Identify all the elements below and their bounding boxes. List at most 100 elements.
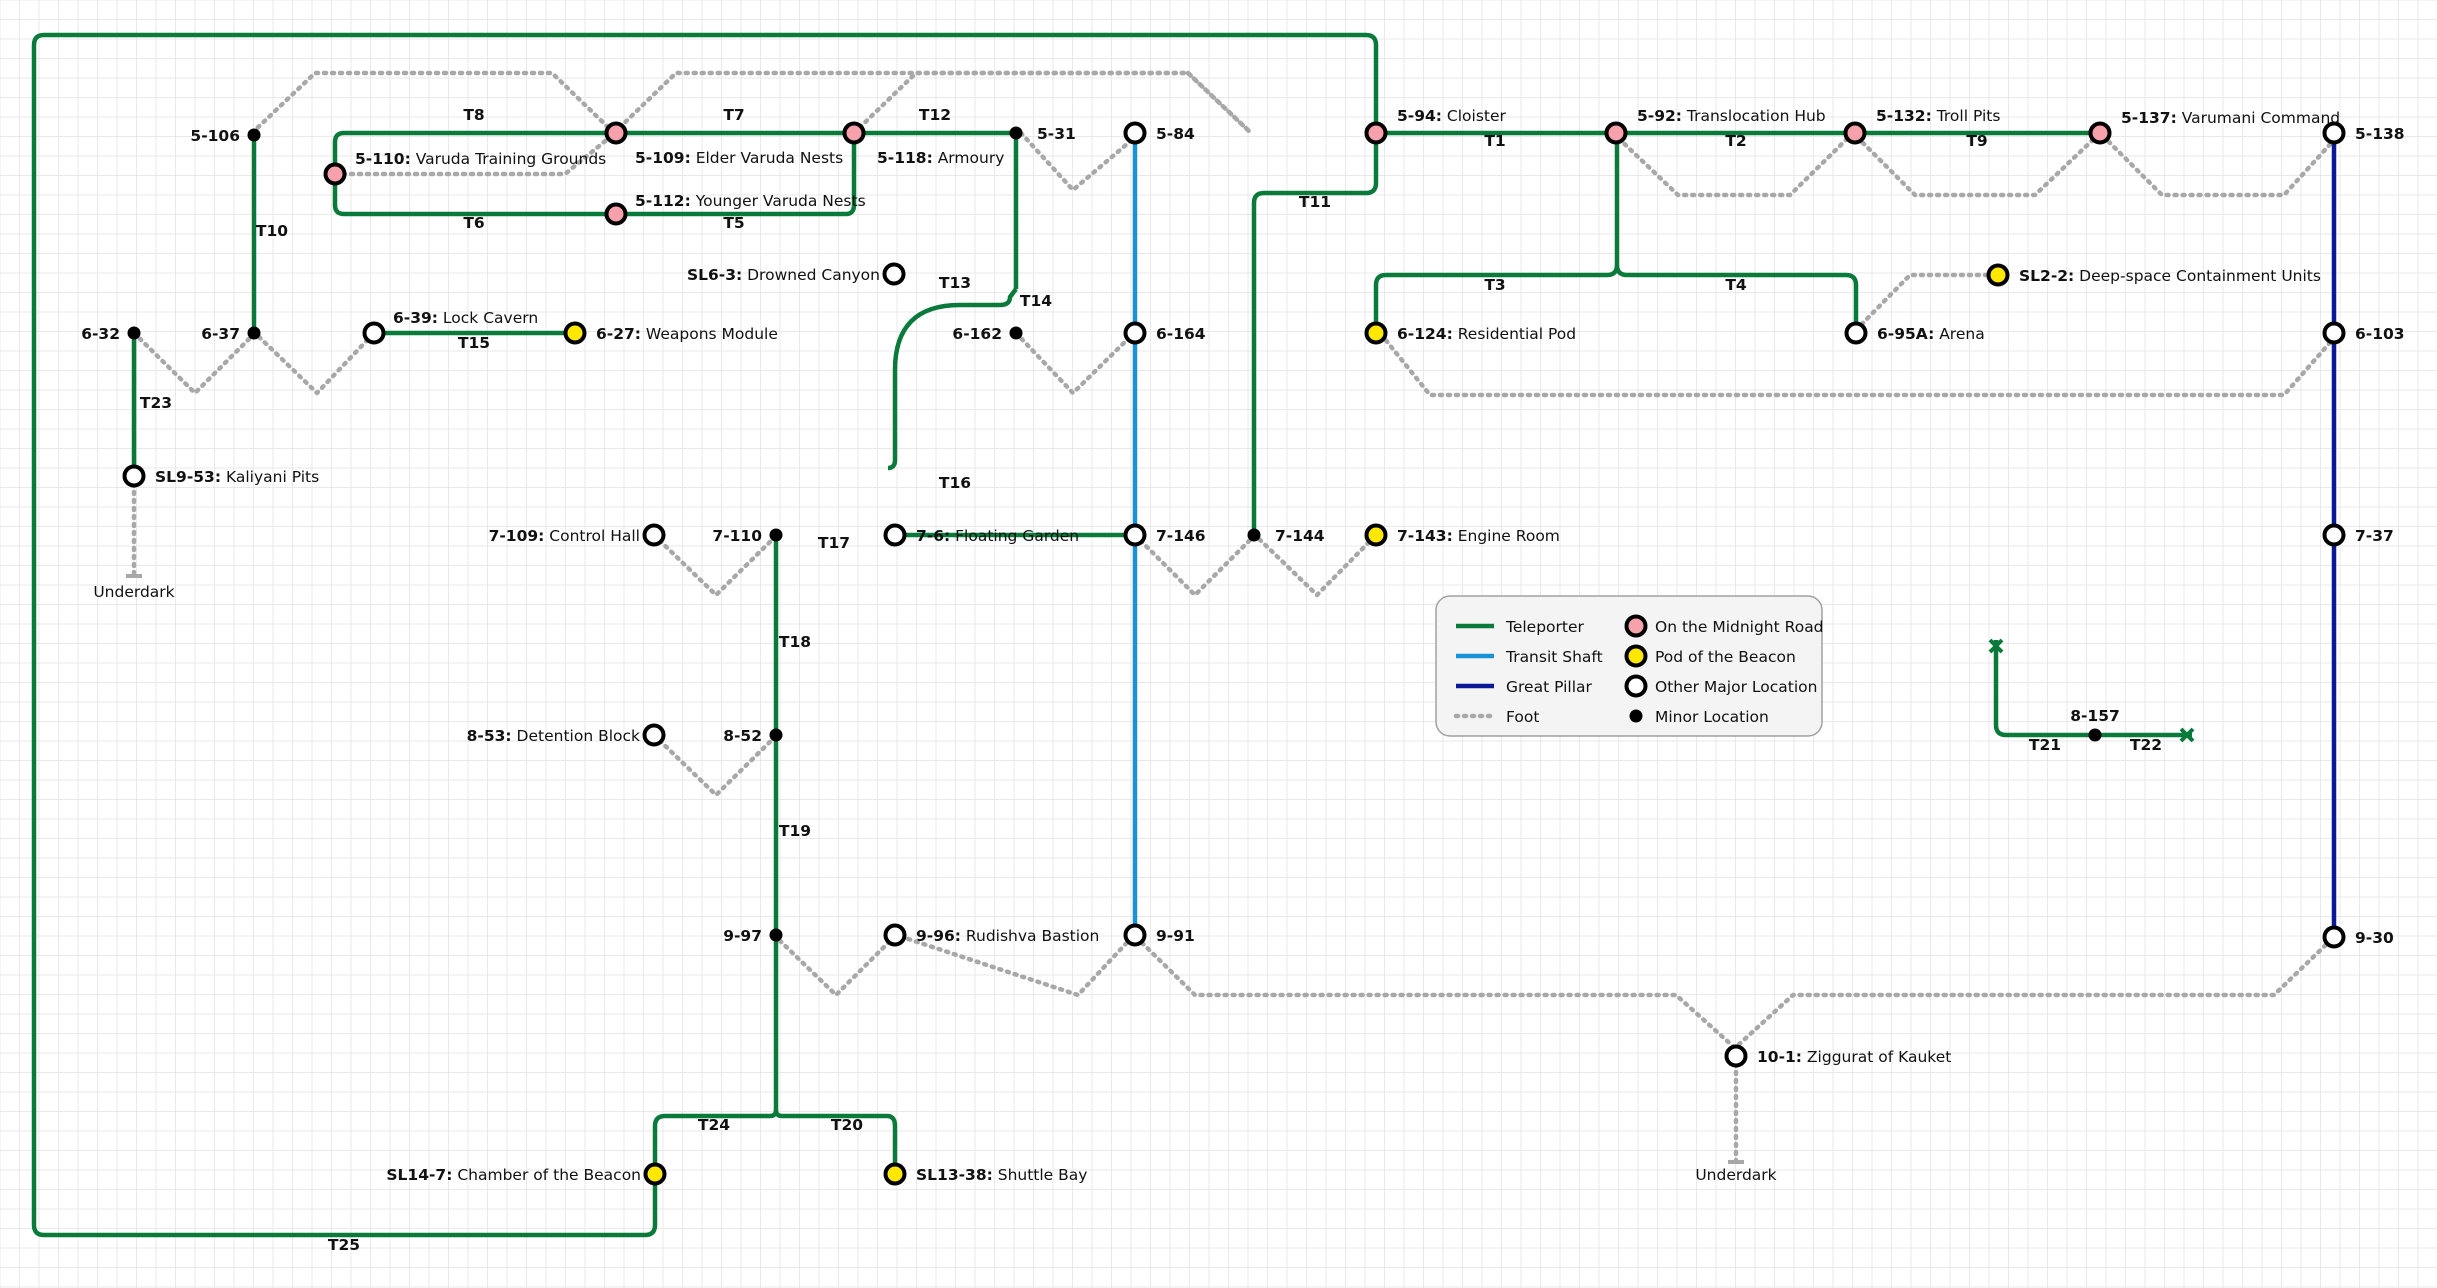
station-sSL953-marker	[122, 464, 146, 488]
line-end-marker	[1988, 638, 2004, 654]
station-label: 9-30	[2355, 929, 2394, 947]
teleporter-line	[887, 287, 1018, 471]
segment-label: T21	[2029, 736, 2061, 754]
station-label: 7-6: Floating Garden	[916, 527, 1079, 545]
station-code: 6-124:	[1397, 325, 1453, 343]
segment-label: T24	[698, 1116, 730, 1134]
station-s531-marker	[1009, 126, 1023, 140]
station-code: 5-138	[2355, 125, 2405, 143]
station-code: 5-84	[1156, 125, 1195, 143]
legend-pillar-label: Great Pillar	[1506, 678, 1593, 696]
station-label: 5-118: Armoury	[877, 149, 1004, 167]
station-s594-marker	[1364, 121, 1388, 145]
station-code: 6-164	[1156, 325, 1206, 343]
station-code: 5-109:	[635, 149, 691, 167]
station-s737-marker	[2322, 523, 2346, 547]
station-s101-marker	[1724, 1044, 1748, 1068]
station-code: 9-97	[723, 927, 762, 945]
legend-minor-marker	[1629, 709, 1643, 723]
station-name: Residential Pod	[1453, 325, 1576, 343]
segment-label: T13	[939, 274, 971, 292]
station-code: 5-92:	[1637, 107, 1682, 125]
segment-label: T7	[723, 106, 744, 124]
teleporter-line	[1373, 133, 1620, 333]
foot-path	[771, 932, 2337, 1051]
station-name: Shuttle Bay	[993, 1166, 1088, 1184]
station-code: 9-30	[2355, 929, 2394, 947]
station-label: 5-94: Cloister	[1397, 107, 1507, 125]
station-label: 6-37	[201, 325, 240, 343]
teleporter-line	[332, 133, 857, 217]
station-label: 6-162	[952, 325, 1002, 343]
station-s6124-marker	[1364, 321, 1388, 345]
station-name: Control Hall	[544, 527, 640, 545]
station-label: 6-124: Residential Pod	[1397, 325, 1576, 343]
station-code: 8-52	[723, 727, 762, 745]
station-code: 7-109:	[489, 527, 545, 545]
station-code: 7-37	[2355, 527, 2394, 545]
station-s7144-marker	[1247, 528, 1261, 542]
segment-label: T2	[1725, 132, 1746, 150]
segment-label: T16	[939, 474, 971, 492]
station-name: Translocation Hub	[1682, 107, 1826, 125]
station-label: 6-27: Weapons Module	[596, 325, 778, 343]
station-label: 5-109: Elder Varuda Nests	[635, 149, 843, 167]
station-code: 8-53:	[467, 727, 512, 745]
station-code: 6-27:	[596, 325, 641, 343]
station-label: 7-109: Control Hall	[489, 527, 640, 545]
station-label: 6-32	[81, 325, 120, 343]
station-s8157-marker	[2088, 728, 2102, 742]
segment-label: T10	[256, 222, 288, 240]
segment-label: T18	[779, 633, 811, 651]
station-code: 6-95A:	[1877, 325, 1934, 343]
foot-path	[1853, 272, 2001, 333]
station-name: Lock Cavern	[438, 309, 538, 327]
station-name: Varuda Training Grounds	[411, 150, 606, 168]
station-code: 6-162	[952, 325, 1002, 343]
station-name: Troll Pits	[1932, 107, 2001, 125]
station-label: 6-39: Lock Cavern	[393, 309, 538, 327]
station-label: 5-112: Younger Varuda Nests	[635, 192, 866, 210]
station-code: SL9-53:	[155, 468, 221, 486]
teleporter-line	[1993, 640, 2095, 738]
segment-label: T22	[2130, 736, 2162, 754]
transit-lines	[31, 32, 2337, 1238]
station-s7109-marker	[642, 523, 666, 547]
station-label: SL2-2: Deep-space Containment Units	[2019, 267, 2321, 285]
station-sSL63-marker	[882, 262, 906, 286]
station-label: 5-92: Translocation Hub	[1637, 107, 1826, 125]
station-code: 6-103	[2355, 325, 2405, 343]
terminal-label: Underdark	[93, 583, 174, 601]
station-name: Weapons Module	[641, 325, 778, 343]
station-code: SL13-38:	[916, 1166, 993, 1184]
station-label: 10-1: Ziggurat of Kauket	[1757, 1048, 1951, 1066]
station-s5109-marker	[604, 121, 628, 145]
station-s5132-marker	[1843, 121, 1867, 145]
segment-label: T23	[140, 394, 172, 412]
station-code: 8-157	[2070, 707, 2120, 725]
station-s991-marker	[1123, 923, 1147, 947]
terminal-label: Underdark	[1695, 1166, 1776, 1184]
station-name: Chamber of the Beacon	[452, 1166, 641, 1184]
station-label: 6-164	[1156, 325, 1206, 343]
station-s632-marker	[127, 326, 141, 340]
station-s7146-marker	[1123, 523, 1147, 547]
foot-path	[851, 70, 1191, 136]
station-s5112-marker	[604, 202, 628, 226]
station-s852-marker	[769, 728, 783, 742]
station-s997-marker	[769, 928, 783, 942]
station-code: 7-110	[712, 527, 762, 545]
foot-paths	[131, 70, 2337, 1165]
station-name: Younger Varuda Nests	[691, 192, 866, 210]
station-label: 8-52	[723, 727, 762, 745]
station-s5106-marker	[247, 128, 261, 142]
station-s5138-marker	[2322, 121, 2346, 145]
stations	[122, 121, 2346, 1186]
legend-transit-label: Transit Shaft	[1505, 648, 1603, 666]
